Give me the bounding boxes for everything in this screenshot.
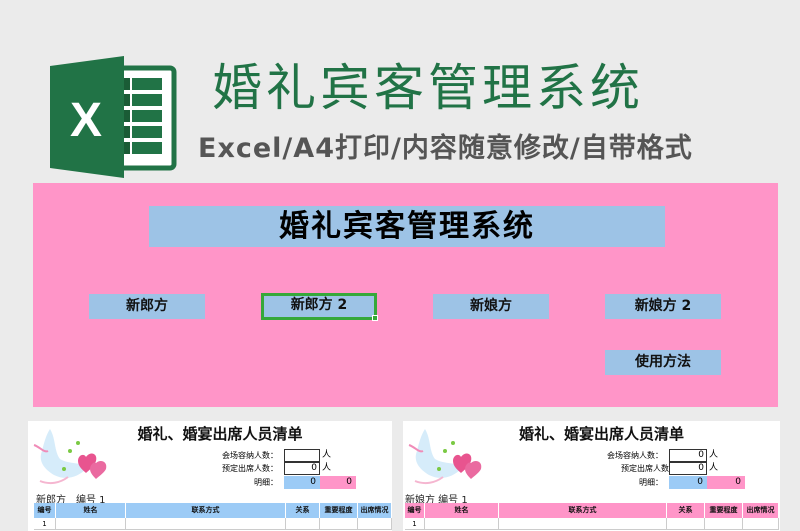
col-number: 编号	[405, 503, 425, 518]
group-label: 新郎方 编号 1	[36, 495, 106, 506]
groom-side-button[interactable]: 新郎方	[89, 294, 205, 319]
cell-name[interactable]	[56, 518, 126, 530]
sheet-title: 婚礼、婚宴出席人员清单	[137, 425, 303, 443]
group-label: 新娘方 编号 1	[405, 495, 468, 506]
col-importance: 重要程度	[320, 503, 358, 518]
dove-hearts-icon	[408, 429, 482, 485]
sheet-title: 婚礼、婚宴出席人员清单	[518, 425, 684, 443]
venue-capacity-field[interactable]: 0	[669, 449, 707, 462]
col-relation: 关系	[286, 503, 320, 518]
groom-guest-sheet: 婚礼、婚宴出席人员清单 会场容纳人数： 人 预定出席人数： 0 人 明细： 0 …	[28, 421, 392, 531]
excel-logo-icon: X	[50, 56, 177, 178]
table-row: 1	[405, 518, 779, 530]
cell-fill-handle[interactable]	[372, 315, 378, 321]
col-number: 编号	[34, 503, 56, 518]
col-relation: 关系	[667, 503, 705, 518]
cell-contact[interactable]	[126, 518, 286, 530]
cell-name[interactable]	[425, 518, 499, 530]
groom-side-2-button[interactable]: 新郎方 2	[261, 293, 377, 320]
dove-hearts-icon	[33, 429, 107, 485]
detail-blue-cell[interactable]: 0	[669, 476, 707, 489]
unit-label: 人	[322, 463, 332, 473]
venue-capacity-label: 会场容纳人数：	[607, 451, 663, 460]
unit-label: 人	[709, 450, 719, 460]
detail-blue-cell[interactable]: 0	[284, 476, 320, 489]
detail-pink-cell[interactable]: 0	[707, 476, 745, 489]
detail-label: 明细：	[254, 478, 278, 487]
instructions-button[interactable]: 使用方法	[605, 350, 721, 375]
unit-label: 人	[322, 450, 332, 460]
banner-subtitle: Excel/A4打印/内容随意修改/自带格式	[198, 133, 693, 164]
unit-label: 人	[709, 463, 719, 473]
detail-pink-cell[interactable]: 0	[320, 476, 356, 489]
cell-relation[interactable]	[667, 518, 705, 530]
detail-label: 明细：	[639, 478, 663, 487]
cell-importance[interactable]	[320, 518, 358, 530]
col-name: 姓名	[56, 503, 126, 518]
expected-attendance-field[interactable]: 0	[284, 462, 320, 475]
col-importance: 重要程度	[705, 503, 743, 518]
col-name: 姓名	[425, 503, 499, 518]
table-header: 编号 姓名 联系方式 关系 重要程度 出席情况	[405, 503, 779, 518]
col-contact: 联系方式	[499, 503, 667, 518]
venue-capacity-field[interactable]	[284, 449, 320, 462]
expected-attendance-label: 预定出席人数	[621, 464, 669, 473]
cell-contact[interactable]	[499, 518, 667, 530]
bride-side-button[interactable]: 新娘方	[433, 294, 549, 319]
cell-number[interactable]: 1	[34, 518, 56, 530]
table-row: 1	[34, 518, 392, 530]
venue-capacity-label: 会场容纳人数：	[222, 451, 278, 460]
cell-relation[interactable]	[286, 518, 320, 530]
banner-title: 婚礼宾客管理系统	[212, 59, 644, 117]
col-attendance: 出席情况	[358, 503, 392, 518]
cell-attendance[interactable]	[358, 518, 392, 530]
table-header: 编号 姓名 联系方式 关系 重要程度 出席情况	[34, 503, 392, 518]
cell-attendance[interactable]	[743, 518, 779, 530]
expected-attendance-field[interactable]: 0	[669, 462, 707, 475]
bride-guest-sheet: 婚礼、婚宴出席人员清单 会场容纳人数： 0 人 预定出席人数 0 人 明细： 0…	[403, 421, 780, 531]
col-attendance: 出席情况	[743, 503, 779, 518]
expected-attendance-label: 预定出席人数：	[222, 464, 278, 473]
col-contact: 联系方式	[126, 503, 286, 518]
menu-title: 婚礼宾客管理系统	[149, 206, 665, 247]
svg-text:X: X	[70, 94, 102, 147]
menu-panel: 婚礼宾客管理系统 新郎方 新郎方 2 新娘方 新娘方 2 使用方法	[33, 183, 778, 407]
bride-side-2-button[interactable]: 新娘方 2	[605, 294, 721, 319]
cell-importance[interactable]	[705, 518, 743, 530]
cell-number[interactable]: 1	[405, 518, 425, 530]
